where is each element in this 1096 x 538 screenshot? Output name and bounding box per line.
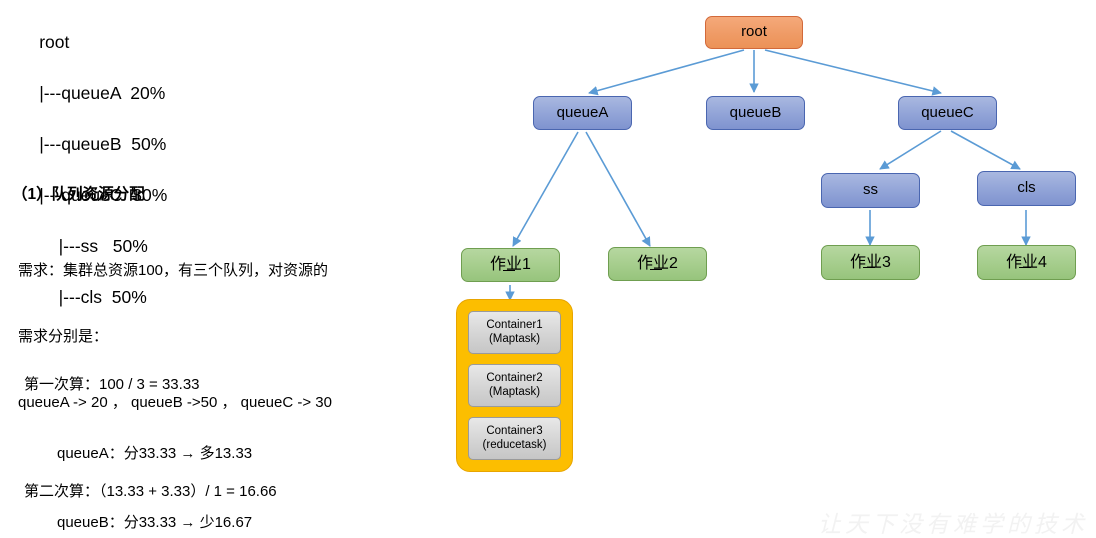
node-root-label: root: [741, 23, 767, 41]
node-job3[interactable]: 作业3: [821, 245, 920, 280]
container-box-1[interactable]: Container1 (Maptask): [468, 311, 561, 354]
first-calc-heading: 第一次算：100 / 3 = 33.33: [24, 376, 200, 393]
edge-queuec-cls: [950, 130, 1021, 170]
node-job2[interactable]: 作业2: [608, 247, 707, 281]
section-title: （1）队列资源分配: [12, 186, 145, 203]
node-job4[interactable]: 作业4: [977, 245, 1076, 280]
container-box-2[interactable]: Container2 (Maptask): [468, 364, 561, 407]
tree-line-queuea: |---queueA 20%: [39, 82, 166, 103]
node-queuea-label: queueA: [556, 103, 609, 121]
container-box-3[interactable]: Container3 (reducetask): [468, 417, 561, 460]
node-root[interactable]: root: [705, 16, 803, 49]
left-text-pane: root |---queueA 20% |---queueB 50% |---q…: [0, 0, 440, 538]
requirement-line-2: 需求分别是：: [18, 328, 109, 345]
edge-root-queuec: [764, 49, 942, 96]
node-cls[interactable]: cls: [977, 171, 1076, 206]
node-job4-label: 作业4: [1006, 253, 1047, 271]
edge-queuea-job1: [512, 131, 579, 247]
node-queuec-label: queueC: [921, 103, 974, 121]
container-box-1-name: Container1: [486, 319, 543, 331]
node-job1-label: 作业1: [490, 256, 531, 274]
node-job1[interactable]: 作业1: [461, 248, 560, 282]
watermark-text: 让天下没有难学的技术: [818, 512, 1088, 538]
node-job3-label: 作业3: [850, 253, 891, 271]
container-group: Container1 (Maptask) Container2 (Maptask…: [456, 299, 573, 472]
first-calculation-block: 第一次算：100 / 3 = 33.33 queueA：分33.33 → 多13…: [24, 327, 252, 538]
node-cls-label: cls: [1017, 179, 1036, 197]
node-queueb[interactable]: queueB: [706, 96, 805, 130]
requirement-line-1: 需求：集群总资源100，有三个队列，对资源的: [18, 262, 329, 279]
tree-line-queueb: |---queueB 50%: [39, 133, 167, 154]
requirement-line-3: queueA -> 20 ， queueB ->50 ， queueC -> 3…: [18, 394, 332, 411]
edge-queuea-job2: [585, 131, 651, 247]
node-ss-label: ss: [863, 181, 878, 199]
container-box-3-task: (reducetask): [482, 438, 547, 451]
edge-queuec-ss: [879, 130, 942, 170]
tree-line-root: root: [39, 31, 70, 52]
second-calc-heading: 第二次算：（13.33 + 3.33）/ 1 = 16.66: [24, 483, 277, 500]
queue-tree-text: root |---queueA 20% |---queueB 50% |---q…: [10, 4, 167, 336]
container-box-1-task: (Maptask): [488, 332, 541, 345]
tree-line-cls: |---cls 50%: [39, 286, 147, 307]
tree-line-queuec: |---queueC 30%: [39, 184, 168, 205]
node-queueb-label: queueB: [729, 103, 782, 121]
node-job2-label: 作业2: [637, 255, 678, 273]
first-calc-queueb: queueB：分33.33 → 少16.67: [57, 514, 253, 531]
container-box-2-task: (Maptask): [488, 385, 541, 398]
second-calculation-block: 第二次算：（13.33 + 3.33）/ 1 = 16.66 queueA：分2…: [24, 434, 277, 538]
container-box-2-name: Container2: [486, 372, 543, 384]
node-ss[interactable]: ss: [821, 173, 920, 208]
edge-root-queuea: [588, 49, 745, 96]
node-queuea[interactable]: queueA: [533, 96, 632, 130]
first-calc-queuea: queueA：分33.33 → 多13.33: [57, 445, 253, 462]
node-queuec[interactable]: queueC: [898, 96, 997, 130]
container-box-3-name: Container3: [486, 425, 543, 437]
requirement-block: 需求：集群总资源100，有三个队列，对资源的 需求分别是： queueA -> …: [18, 216, 332, 458]
tree-line-ss: |---ss 50%: [39, 235, 148, 256]
